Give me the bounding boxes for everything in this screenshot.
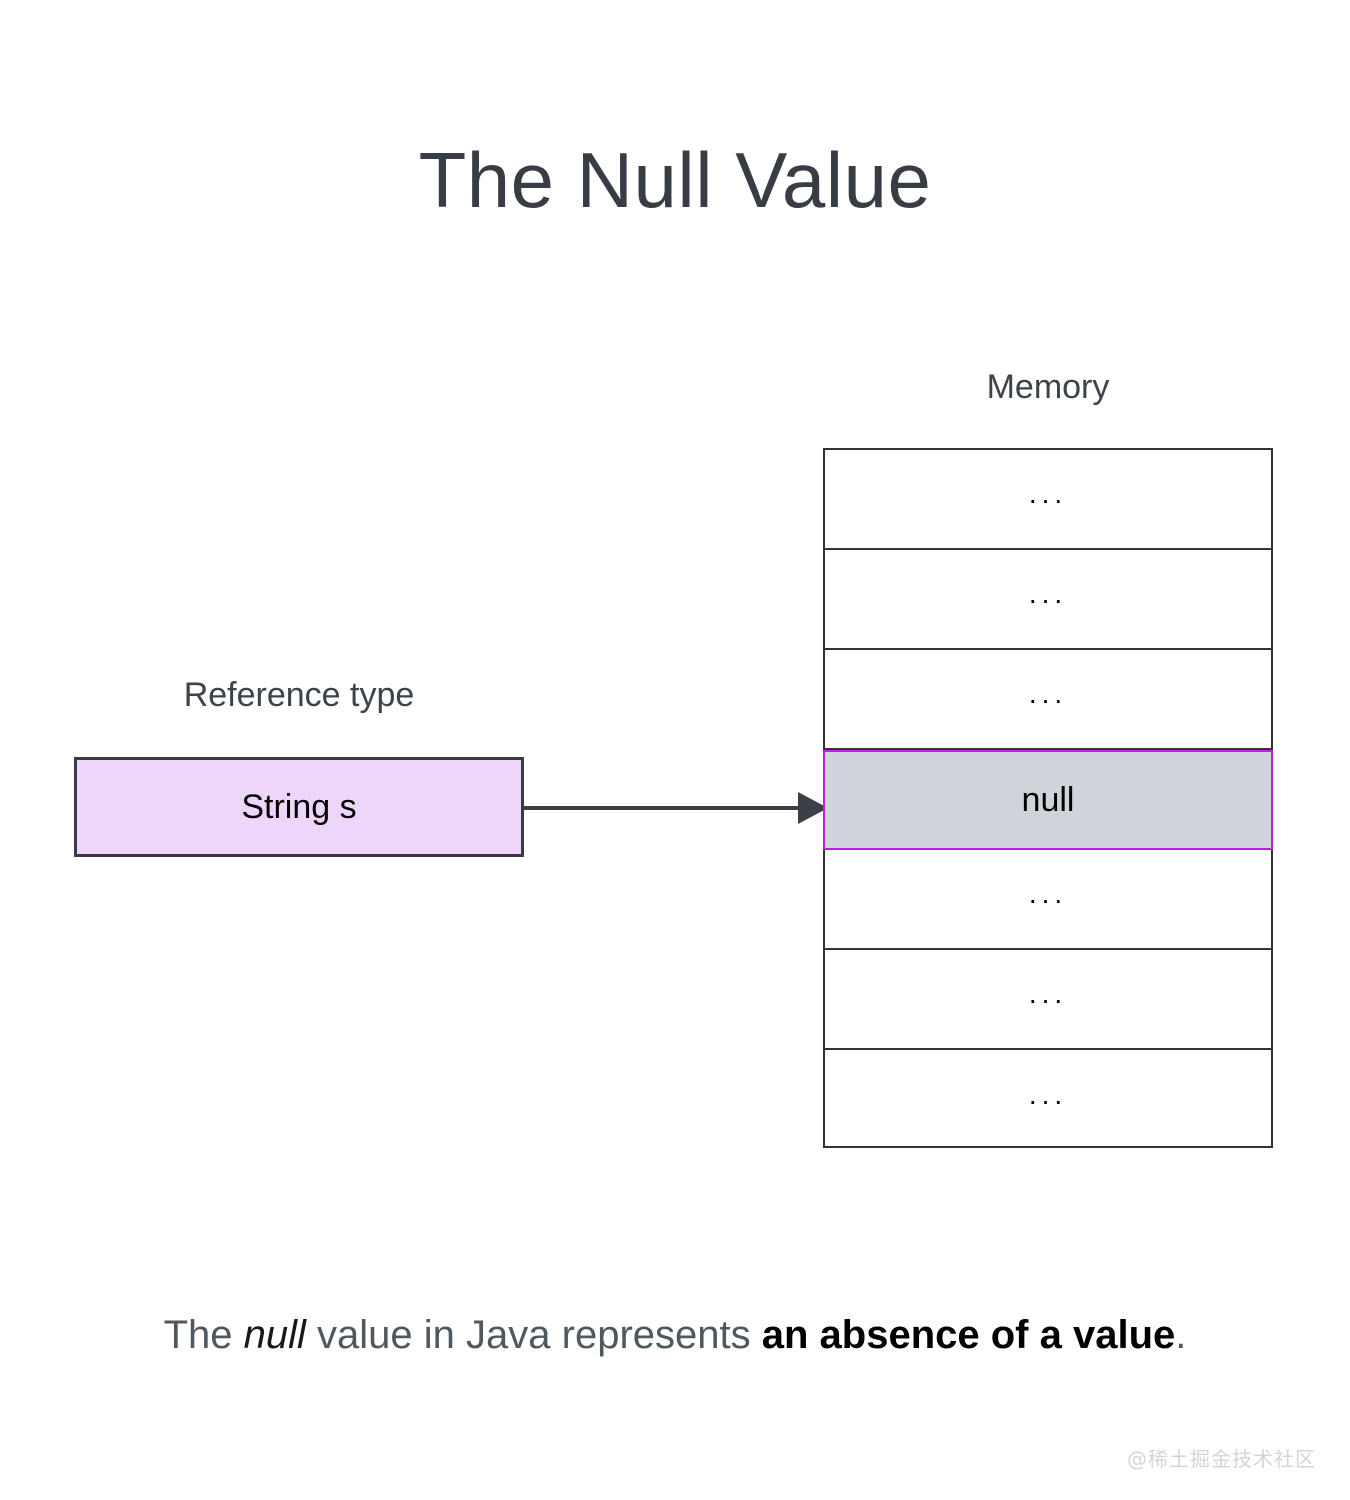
memory-label: Memory — [986, 368, 1110, 406]
memory-cell-0: ... — [825, 450, 1271, 550]
memory-cell-5: ... — [825, 950, 1271, 1050]
memory-cell-text: ... — [1028, 478, 1068, 509]
memory-cell-text: ... — [1028, 1079, 1068, 1110]
reference-type-label: Reference type — [183, 676, 415, 714]
memory-cell-1: ... — [825, 550, 1271, 650]
reference-variable-text: String s — [241, 787, 357, 826]
caption-part-3: . — [1175, 1313, 1187, 1357]
watermark: @稀土掘金技术社区 — [1127, 1447, 1316, 1471]
reference-to-memory-arrow — [523, 792, 828, 824]
memory-table: ... ... ... null ... ... ... — [823, 448, 1273, 1148]
memory-cell-text: ... — [1028, 978, 1068, 1009]
memory-cell-2: ... — [825, 650, 1271, 750]
reference-variable-box: String s — [74, 757, 524, 857]
caption-part-2: value in Java represents — [305, 1313, 762, 1357]
memory-cell-6: ... — [825, 1050, 1271, 1150]
caption: The null value in Java represents an abs… — [0, 1313, 1350, 1358]
memory-cell-null-highlighted: null — [823, 750, 1273, 850]
caption-bold-phrase: an absence of a value — [761, 1313, 1176, 1357]
memory-cell-text: ... — [1028, 878, 1068, 909]
memory-cell-text: ... — [1028, 678, 1068, 709]
memory-cell-4: ... — [825, 850, 1271, 950]
memory-cell-text: null — [1021, 780, 1075, 819]
memory-cell-text: ... — [1028, 578, 1068, 609]
caption-emphasis-null: null — [243, 1313, 306, 1357]
page-title: The Null Value — [418, 136, 932, 224]
caption-part-1: The — [163, 1313, 244, 1357]
